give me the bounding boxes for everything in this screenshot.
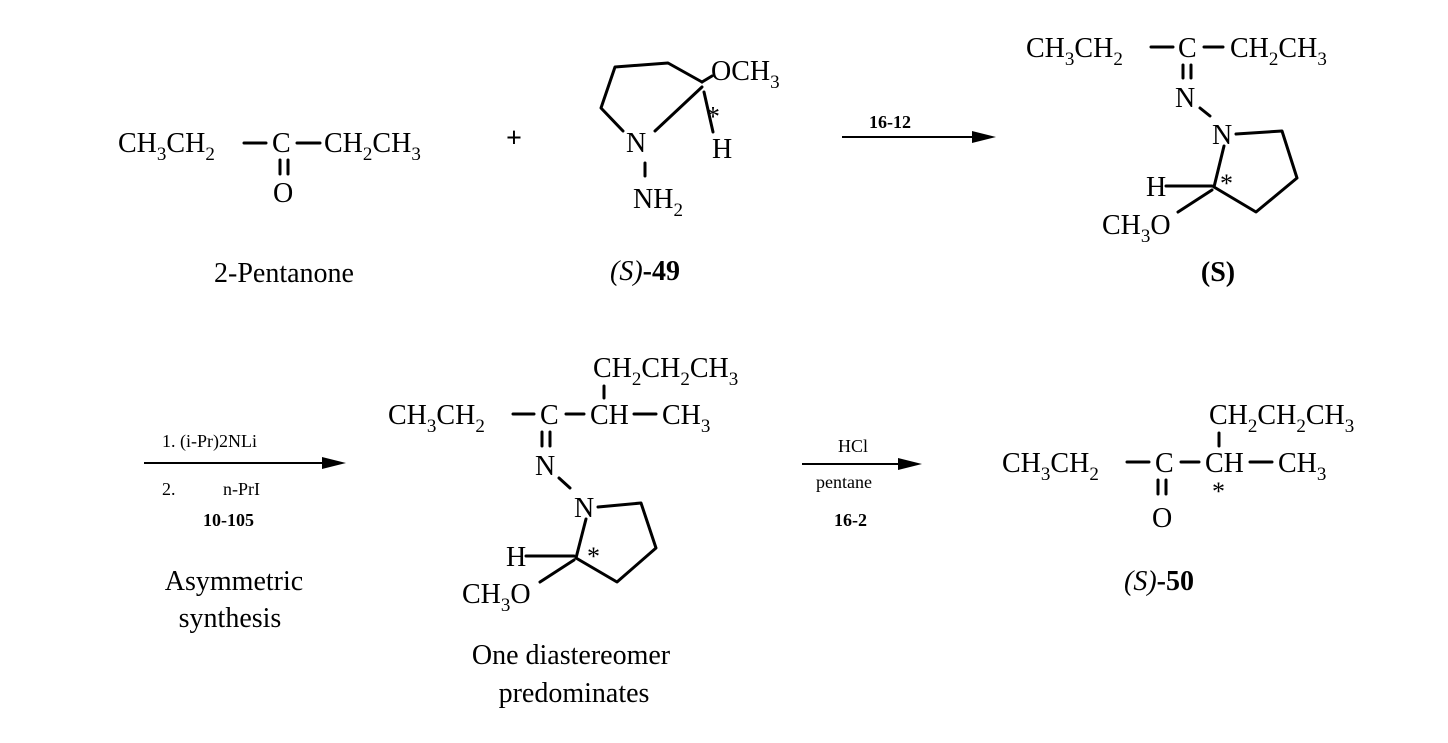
ring-bond [653, 85, 704, 133]
pyrrolidine-ring-bond [599, 61, 704, 133]
arrowhead [898, 458, 922, 470]
stereocenter-asterisk: * [587, 542, 600, 571]
hydrolysis-reference: 16-2 [834, 510, 867, 530]
stereocenter-asterisk: * [1220, 169, 1233, 198]
propyl-chain: CH2CH2CH3 [593, 353, 738, 390]
ethyl-left-group: CH3CH2 [1002, 448, 1099, 485]
hydrogen-atom: H [712, 134, 732, 165]
propyl-chain: CH2CH2CH3 [1209, 400, 1354, 437]
intermediate-caption-line-1: One diastereomer [472, 640, 671, 671]
ring-nitrogen: N [626, 128, 646, 159]
imine-carbon: C [1178, 33, 1197, 64]
conditions-reference: 10-105 [203, 510, 254, 530]
hydrolysis-solvent: pentane [816, 472, 872, 492]
ethyl-left-group: CH3CH2 [118, 128, 215, 165]
ring-nitrogen: N [574, 493, 594, 524]
hydrolysis-reagent: HCl [838, 436, 868, 456]
hydrogen-atom: H [506, 542, 526, 573]
methoxy-bond [538, 558, 576, 584]
methine-carbon: CH [590, 400, 629, 431]
imine-nitrogen: N [1175, 83, 1195, 114]
2-pentanone-structure: CH3CH2 C CH2CH3 O [118, 128, 421, 209]
methoxy-bond [700, 74, 714, 84]
methoxy-group: CH3O [1102, 210, 1171, 247]
final-ketone-structure: CH2CH2CH3 CH3CH2 C CH CH3 O * [1002, 400, 1354, 534]
pyrrolidine-ring-bond [1212, 129, 1299, 214]
ethyl-left-group: CH3CH2 [388, 400, 485, 437]
arrowhead [972, 131, 996, 143]
methoxy-group: OCH3 [711, 56, 780, 93]
imine-nitrogen: N [535, 451, 555, 482]
samp-hydrazone-structure: CH3CH2 C CH2CH3 N N H * CH3O [1026, 33, 1327, 247]
reagent-label: (S)-49 [610, 256, 680, 287]
n-n-bond [557, 476, 572, 490]
ethyl-left-group: CH3CH2 [1026, 33, 1123, 70]
methyl-group: CH3 [1278, 448, 1326, 485]
ring-nitrogen: N [1212, 120, 1232, 151]
final-product-label: (S)-50 [1124, 566, 1194, 597]
plus-sign: + [506, 123, 522, 154]
carbonyl-oxygen: O [1152, 503, 1172, 534]
methyl-group: CH3 [662, 400, 710, 437]
pyrrolidine-ring-bond [574, 501, 658, 584]
carbonyl-carbon: C [1155, 448, 1174, 479]
methoxy-bond [1176, 188, 1214, 214]
ethyl-right-group: CH2CH3 [324, 128, 421, 165]
methine-carbon: CH [1205, 448, 1244, 479]
hydrogen-atom: H [1146, 172, 1166, 203]
methoxy-group: CH3O [462, 579, 531, 616]
reactant-name-label: 2-Pentanone [214, 258, 354, 289]
imine-carbon: C [540, 400, 559, 431]
amino-group: NH2 [633, 184, 683, 221]
carbonyl-oxygen: O [273, 178, 293, 209]
arrow-label-16-12: 16-12 [869, 112, 911, 132]
ring-bond [1212, 144, 1226, 189]
ring-bond [574, 517, 588, 560]
alkylated-hydrazone-structure: CH2CH2CH3 CH3CH2 C CH CH3 N N H * CH3O [388, 353, 738, 616]
n-n-bond [1198, 106, 1212, 118]
stereocenter-asterisk: * [1212, 477, 1225, 506]
ethyl-right-group: CH2CH3 [1230, 33, 1327, 70]
step-2-reagent: n-PrI [223, 479, 260, 499]
samp-reagent-structure: OCH3 * H N NH2 [599, 56, 780, 221]
caption-line-2: synthesis [179, 603, 282, 634]
product-label: (S) [1201, 257, 1235, 288]
step-1-reagent: 1. (i-Pr)2NLi [162, 431, 257, 452]
arrowhead [322, 457, 346, 469]
step-2-number: 2. [162, 479, 176, 499]
h-bond [702, 90, 715, 134]
carbonyl-carbon: C [272, 128, 291, 159]
intermediate-caption-line-2: predominates [499, 678, 650, 709]
caption-line-1: Asymmetric [165, 566, 303, 597]
